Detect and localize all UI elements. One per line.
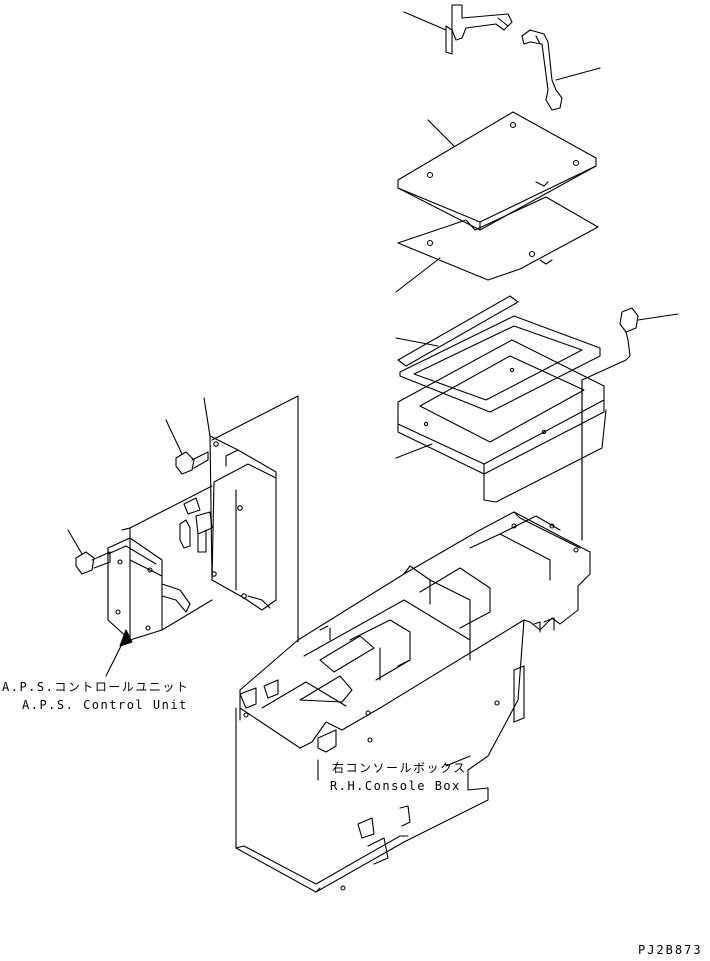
screw — [581, 307, 639, 541]
aps-control-unit-label-jp: A.P.S.コントロールユニット — [2, 680, 190, 694]
aps-control-unit — [107, 527, 191, 641]
console-box-label-jp: 右コンソールボックス — [332, 761, 467, 775]
leader-line — [67, 529, 83, 555]
callout-arrow — [105, 629, 133, 677]
console-box — [235, 511, 591, 893]
console-box-label-en: R.H.Console Box — [330, 779, 461, 793]
seal-frame — [397, 295, 601, 413]
mounting-bracket — [209, 435, 277, 611]
leader-line — [161, 599, 213, 631]
leader-line — [555, 67, 601, 81]
strap-bracket — [445, 4, 563, 111]
leader-line — [165, 419, 183, 455]
leader-line — [445, 755, 471, 767]
leader-line — [395, 337, 439, 347]
leader-line — [395, 257, 441, 293]
bracket-connectors — [179, 497, 213, 553]
console-tray — [397, 339, 607, 503]
console-mat — [397, 196, 599, 281]
bolt — [75, 551, 111, 575]
leader-line — [395, 443, 433, 459]
leader-line — [403, 11, 447, 31]
console-lid — [397, 111, 597, 231]
bolt — [175, 451, 209, 475]
leader-line — [129, 485, 213, 529]
aps-control-unit-label-en: A.P.S. Control Unit — [22, 698, 188, 712]
drawing-code: PJ2B873 — [638, 943, 703, 957]
leader-line — [427, 119, 455, 147]
leader-line — [637, 313, 679, 321]
leader-line — [211, 395, 299, 441]
leader-line — [203, 397, 211, 437]
